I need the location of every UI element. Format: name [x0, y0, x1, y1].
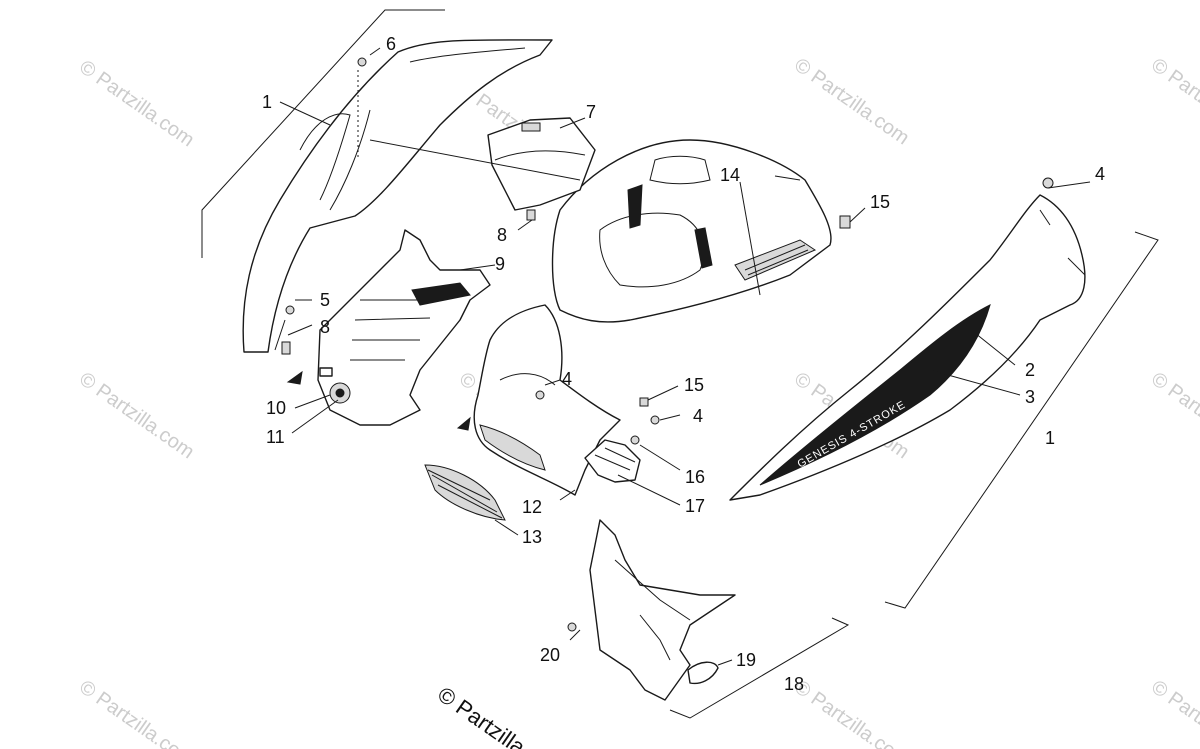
- callout-number: 9: [495, 254, 505, 274]
- fastener: [567, 622, 577, 632]
- fastener: [650, 415, 660, 425]
- callout-number: 4: [693, 406, 703, 426]
- part-grille: [424, 464, 506, 521]
- callout-number: 17: [685, 496, 705, 516]
- fastener: [526, 209, 536, 221]
- callout-number: 11: [266, 427, 285, 447]
- callout-number: 18: [784, 674, 804, 694]
- callout-number: 2: [1025, 360, 1035, 380]
- fastener: [281, 341, 291, 355]
- bracket-left-hood: [201, 9, 445, 258]
- callout-number: 6: [386, 34, 396, 54]
- callouts: 1 6 7 8 9 5 8 10 11 14 15 4 2 3 1 4 15 4…: [262, 34, 1105, 694]
- callout-number: 10: [266, 398, 286, 418]
- part-front-nose: [317, 229, 491, 426]
- part-lower-bracket-assembly: [589, 519, 736, 701]
- callout-number: 15: [684, 375, 704, 395]
- callout-number: 19: [736, 650, 756, 670]
- arrow-icon: [286, 370, 303, 385]
- watermark: © Partzilla.com: [75, 56, 198, 151]
- bracket-right-panel: [884, 231, 1159, 609]
- part-decal-sheet: [487, 117, 596, 211]
- callout-number: 4: [562, 369, 572, 389]
- callout-number: 7: [586, 102, 596, 122]
- watermark: © Partzilla.com: [1147, 54, 1200, 149]
- callout-number: 14: [720, 165, 740, 185]
- fastener: [1042, 177, 1054, 189]
- leader-lines: [279, 47, 1091, 666]
- callout-number: 15: [870, 192, 890, 212]
- fastener: [630, 435, 640, 445]
- callout-number: 5: [320, 290, 330, 310]
- watermark: © Partzilla.com: [75, 368, 198, 463]
- callout-number: 3: [1025, 387, 1035, 407]
- fastener: [839, 215, 851, 229]
- bracket-lower-bracket: [669, 617, 850, 719]
- callout-number: 8: [320, 317, 330, 337]
- copyright-text: © Partzilla: [433, 682, 530, 749]
- callout-number: 20: [540, 645, 560, 665]
- callout-number: 1: [262, 92, 272, 112]
- arrow-icon: [456, 416, 471, 431]
- part-bracket: [584, 439, 641, 483]
- callout-number: 8: [497, 225, 507, 245]
- callout-number: 4: [1095, 164, 1105, 184]
- part-left-side-panel: [242, 39, 553, 353]
- fastener: [639, 397, 649, 407]
- decal-logo: [521, 122, 541, 132]
- fasteners: [281, 57, 1054, 632]
- fastener: [535, 390, 545, 400]
- part-center-hood: [551, 139, 832, 323]
- watermark: © Partzilla.com: [1147, 676, 1200, 749]
- watermark: © Partzilla.com: [1147, 368, 1200, 463]
- group-brackets: [201, 9, 1159, 719]
- watermark: © Partzilla.com: [790, 54, 913, 149]
- fastener: [357, 57, 367, 67]
- callout-number: 13: [522, 527, 542, 547]
- watermark: © Partzilla.com: [75, 676, 198, 749]
- fastener: [285, 305, 295, 315]
- part-upper-grille: [479, 424, 546, 471]
- callout-number: 12: [522, 497, 542, 517]
- callout-number: 1: [1045, 428, 1055, 448]
- watermark: © Partzilla.com: [790, 676, 913, 749]
- callout-number: 16: [685, 467, 705, 487]
- direction-arrows: [286, 370, 471, 431]
